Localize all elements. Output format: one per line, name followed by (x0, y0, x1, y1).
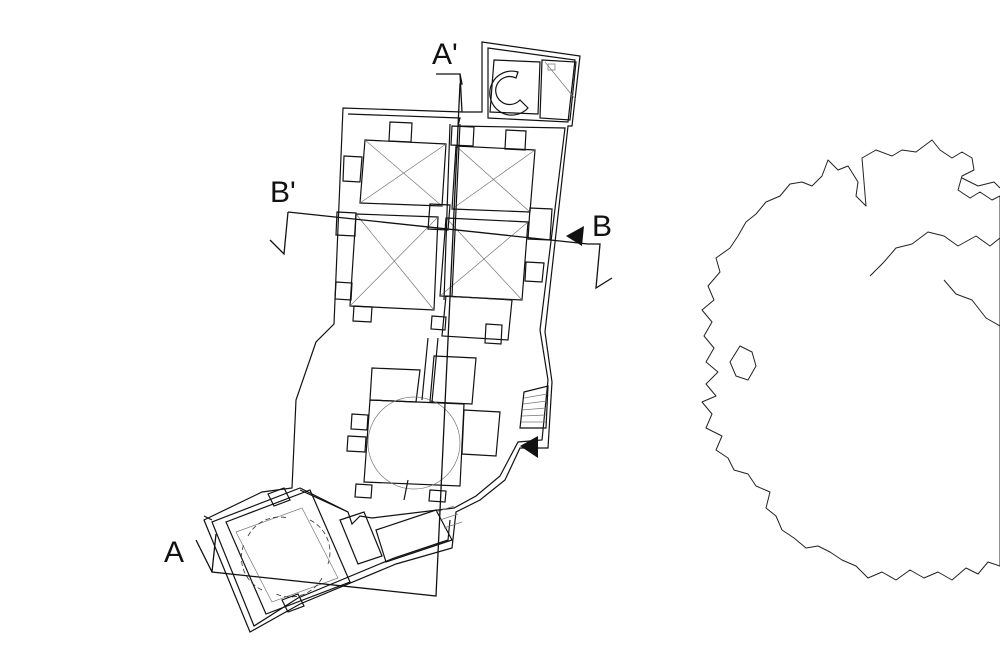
label-a: A (164, 536, 184, 569)
label-b: B (592, 210, 612, 243)
section-line-b (269, 211, 613, 290)
lower-domed-hall (203, 487, 463, 615)
well-room (489, 59, 577, 121)
tree-canopy (701, 139, 1000, 581)
section-line-a (195, 73, 463, 597)
label-b-prime: B' (270, 176, 296, 209)
entrance-arrow (520, 436, 538, 458)
upper-hall (334, 121, 553, 345)
stairs (519, 385, 549, 429)
middle-domed-room (346, 337, 501, 503)
section-b-arrow (566, 226, 584, 246)
building-outline (203, 41, 581, 633)
label-a-prime: A' (432, 38, 458, 71)
